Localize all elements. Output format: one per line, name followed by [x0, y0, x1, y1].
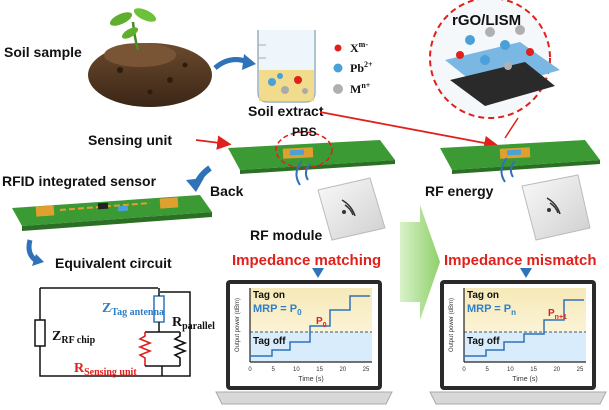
x-tick-label: 25: [363, 367, 370, 373]
mrp-label: MRP = Pn: [467, 303, 516, 317]
equivalent-circuit-diagram: [34, 287, 191, 377]
legend-xm: Xm-: [350, 40, 368, 55]
x-axis-label: Time (s): [512, 376, 537, 383]
rgo-lism-label: rGO/LISM: [452, 12, 521, 29]
x-tick-label: 25: [577, 367, 584, 373]
tag-off-label: Tag off: [253, 336, 286, 347]
lead-ion-dot-icon: [333, 63, 343, 73]
legend-pb: Pb2+: [350, 60, 373, 75]
x-tick-label: 5: [486, 367, 490, 373]
x-tick-label: 20: [553, 367, 560, 373]
z-tag-antenna-label: ZTag antenna: [102, 301, 164, 318]
arrow-extract-to-sensor: [319, 111, 499, 151]
circuit-arrow-head-icon: [32, 254, 44, 266]
tag-off-region: [464, 332, 586, 362]
power-plot-right: Tag on Tag off MRP = Pn Pn+1 Output powe…: [449, 288, 586, 383]
soil-sample-illustration: [88, 8, 212, 107]
soil-extract-label: Soil extract: [248, 103, 324, 119]
pbs-label: PBS: [292, 125, 317, 139]
x-tick-label: 15: [530, 367, 537, 373]
y-axis-label: Output power (dBm): [235, 298, 241, 352]
p0-label: P0: [316, 316, 327, 329]
tag-on-region: [464, 288, 586, 332]
beaker-illustration: [257, 30, 316, 103]
tag-off-label: Tag off: [467, 336, 500, 347]
x-tick-label: 5: [272, 367, 276, 373]
mrp-label: MRP = P0: [253, 303, 302, 317]
rf-waves-left-icon: [295, 160, 311, 186]
x-axis-label: Time (s): [298, 376, 323, 383]
back-label: Back: [210, 183, 244, 199]
ion-legend: Xm- Pb2+ Mn+: [333, 40, 373, 96]
rfid-tag-board: [12, 195, 212, 231]
x-tick-label: 15: [316, 367, 323, 373]
impedance-matching-label: Impedance matching: [232, 252, 381, 269]
arrow-soil-to-extract-head: [242, 54, 256, 70]
legend-mn: Mn+: [350, 81, 371, 96]
transition-arrow: [400, 205, 440, 320]
back-arrow-head-icon: [186, 178, 204, 192]
chip-impedance-box: [34, 319, 46, 347]
arrow-to-sensing-unit: [195, 135, 232, 150]
power-plot-left: Tag on Tag off MRP = P0 P0 Output power …: [235, 288, 372, 383]
parallel-resistor: [172, 332, 188, 366]
rf-reader-right: [521, 174, 591, 241]
rf-energy-label: RF energy: [425, 183, 494, 199]
soil-sample-label: Soil sample: [4, 44, 82, 60]
rf-waves-right-icon: [500, 157, 516, 183]
down-arrow-left-icon: [312, 268, 324, 278]
x-tick-label: 20: [339, 367, 346, 373]
x-tick-label: 0: [462, 367, 466, 373]
power-step-line: [464, 299, 584, 357]
rf-module-label: RF module: [250, 227, 323, 243]
tag-on-label: Tag on: [253, 290, 285, 301]
y-axis-label: Output power (dBm): [449, 298, 455, 352]
sensing-board-right: [440, 140, 600, 174]
x-tick-label: 10: [507, 367, 514, 373]
pn1-label: Pn+1: [548, 308, 567, 321]
tag-off-region: [250, 332, 372, 362]
z-rf-chip-label: ZRF chip: [52, 329, 96, 346]
tag-on-label: Tag on: [467, 290, 499, 301]
zoom-link-line: [504, 117, 519, 139]
down-arrow-right-icon: [520, 268, 532, 278]
x-tick-label: 10: [293, 367, 300, 373]
sensing-unit-label: Sensing unit: [88, 132, 172, 148]
anion-dot-icon: [334, 44, 342, 52]
sensing-resistor: [137, 332, 153, 366]
sensing-board-left: [228, 131, 395, 174]
x-tick-label: 0: [248, 367, 252, 373]
rf-reader-left: [317, 177, 386, 241]
r-sensing-unit-label: RSensing unit: [74, 361, 137, 378]
rgo-lism-zoom: [429, 0, 560, 119]
metal-ion-dot-icon: [333, 84, 343, 94]
equivalent-circuit-label: Equivalent circuit: [55, 255, 172, 271]
r-parallel-label: Rparallel: [172, 315, 215, 332]
power-step-line: [250, 295, 370, 357]
impedance-mismatch-label: Impedance mismatch: [444, 252, 597, 269]
rfid-sensor-label: RFID integrated sensor: [2, 173, 157, 189]
